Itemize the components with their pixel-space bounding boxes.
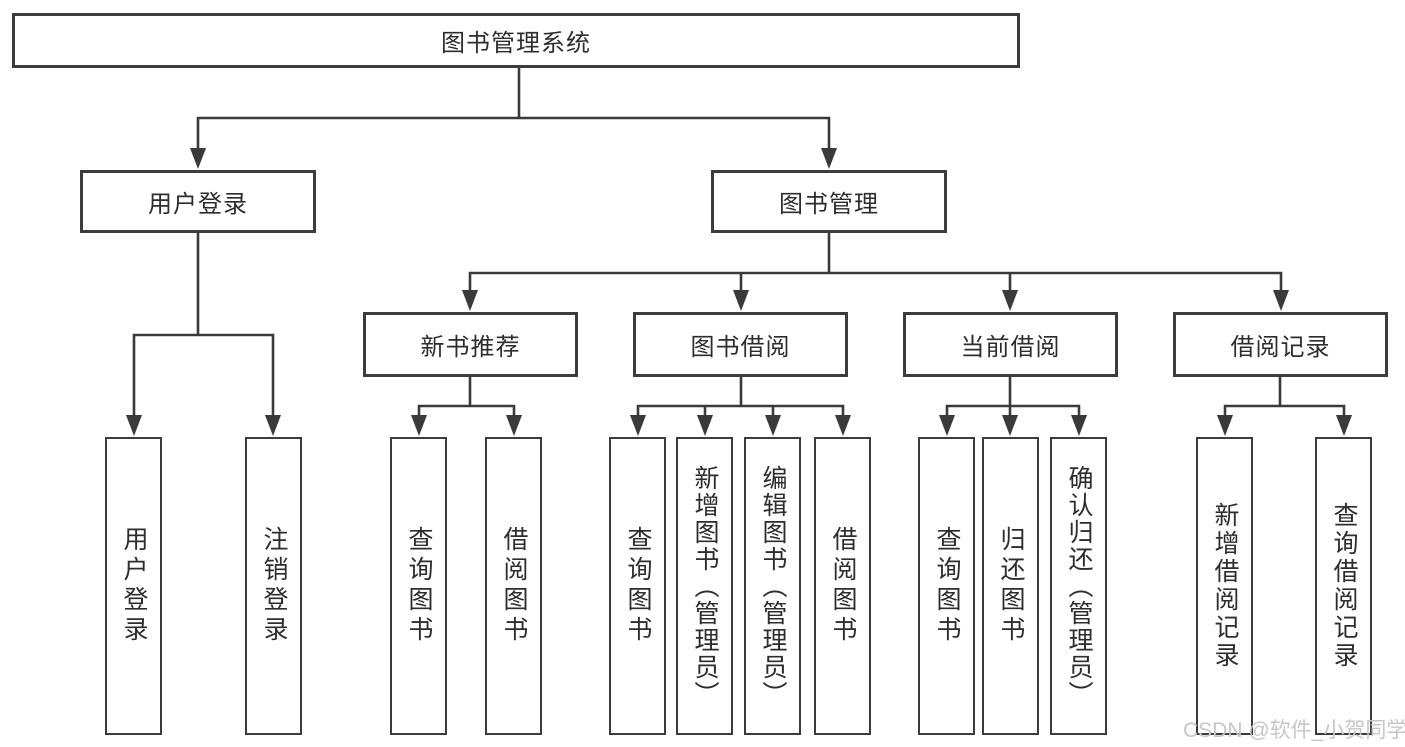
node-book-management: 图书管理 xyxy=(711,170,947,233)
node-user-login-label: 用户登录 xyxy=(148,191,248,218)
node-borrow-records-label: 借阅记录 xyxy=(1230,334,1331,361)
leaf-query-books-borrow-label: 查询图书 xyxy=(624,526,652,646)
node-borrow-records: 借阅记录 xyxy=(1173,312,1388,377)
leaf-borrow-books: 借阅图书 xyxy=(814,437,871,735)
leaf-logout-label: 注销登录 xyxy=(260,526,288,646)
leaf-edit-books-admin: 编辑图书（管理员） xyxy=(744,437,801,735)
node-book-borrow: 图书借阅 xyxy=(633,312,848,377)
node-new-book-recommend: 新书推荐 xyxy=(363,312,578,377)
node-book-management-label: 图书管理 xyxy=(779,191,879,218)
node-root: 图书管理系统 xyxy=(12,13,1020,68)
leaf-edit-books-admin-label: 编辑图书（管理员） xyxy=(759,464,787,708)
node-current-borrow: 当前借阅 xyxy=(903,312,1118,377)
leaf-return-books-label: 归还图书 xyxy=(997,526,1025,646)
leaf-add-borrow-record-label: 新增借阅记录 xyxy=(1211,502,1239,670)
leaf-add-books-admin: 新增图书（管理员） xyxy=(676,437,733,735)
leaf-query-books-recommend: 查询图书 xyxy=(390,437,447,735)
leaf-user-login: 用户登录 xyxy=(105,437,162,735)
leaf-borrow-books-label: 借阅图书 xyxy=(829,526,857,646)
leaf-borrow-books-recommend-label: 借阅图书 xyxy=(500,526,528,646)
leaf-return-books: 归还图书 xyxy=(982,437,1039,735)
leaf-logout: 注销登录 xyxy=(245,437,302,735)
leaf-query-borrow-record: 查询借阅记录 xyxy=(1315,437,1372,735)
node-current-borrow-label: 当前借阅 xyxy=(960,334,1061,361)
leaf-confirm-return-admin-label: 确认归还（管理员） xyxy=(1065,464,1093,708)
leaf-add-borrow-record: 新增借阅记录 xyxy=(1196,437,1253,735)
node-new-book-recommend-label: 新书推荐 xyxy=(420,334,521,361)
leaf-user-login-label: 用户登录 xyxy=(120,526,148,646)
leaf-query-borrow-record-label: 查询借阅记录 xyxy=(1330,502,1358,670)
node-user-login: 用户登录 xyxy=(80,170,316,233)
leaf-confirm-return-admin: 确认归还（管理员） xyxy=(1050,437,1107,735)
node-root-label: 图书管理系统 xyxy=(441,30,591,57)
csdn-watermark: CSDN @软件_小贺同学 xyxy=(1183,719,1405,742)
leaf-borrow-books-recommend: 借阅图书 xyxy=(485,437,542,735)
arrowhead-icons xyxy=(126,148,1352,436)
leaf-query-books-recommend-label: 查询图书 xyxy=(405,526,433,646)
node-book-borrow-label: 图书借阅 xyxy=(690,334,791,361)
leaf-add-books-admin-label: 新增图书（管理员） xyxy=(691,464,719,708)
leaf-query-books-borrow: 查询图书 xyxy=(609,437,666,735)
leaf-query-books-current-label: 查询图书 xyxy=(933,526,961,646)
leaf-query-books-current: 查询图书 xyxy=(918,437,975,735)
